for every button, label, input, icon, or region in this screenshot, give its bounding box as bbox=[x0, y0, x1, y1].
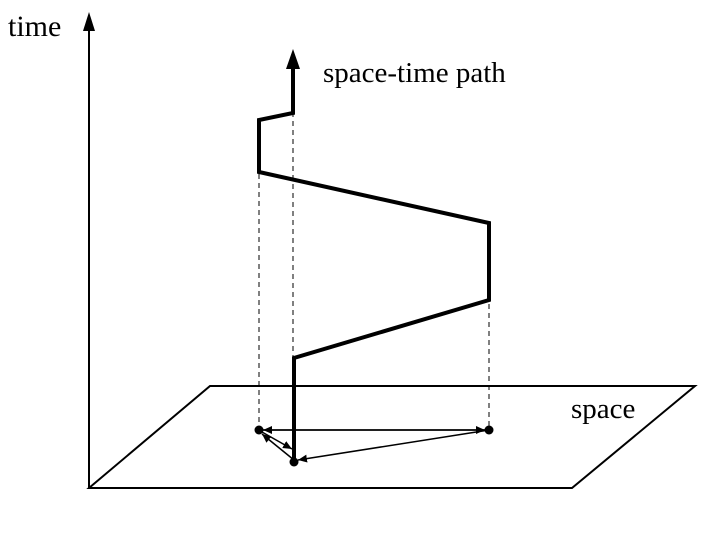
trip-arrow-bottom-to-left bbox=[261, 433, 295, 461]
time-axis-label: time bbox=[8, 10, 61, 43]
trip-arrows bbox=[259, 426, 490, 463]
space-plane bbox=[86, 385, 698, 489]
trip-arrow-left-to-middle bbox=[261, 431, 293, 450]
space-time-path-arrowhead bbox=[286, 49, 300, 69]
space-plane-label: space bbox=[571, 393, 635, 425]
trip-arrow-right-to-bottom bbox=[297, 429, 490, 463]
space-time-path-label: space-time path bbox=[323, 57, 506, 89]
location-point-left bbox=[254, 425, 264, 435]
location-point-bottom bbox=[289, 457, 299, 467]
location-point-right bbox=[484, 425, 494, 435]
space-time-path bbox=[257, 68, 491, 460]
time-axis-arrowhead bbox=[83, 12, 95, 31]
